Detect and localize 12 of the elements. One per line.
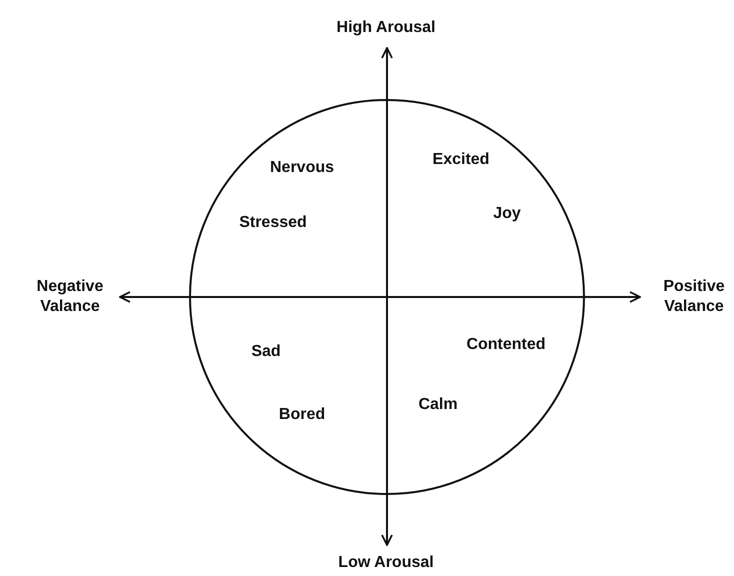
axis-label: Low Arousal: [338, 553, 434, 573]
emotion-label: Sad: [251, 342, 281, 362]
emotion-label: Contented: [466, 335, 546, 355]
emotion-label: Nervous: [270, 158, 334, 178]
axis-label: Positive Valance: [662, 277, 726, 317]
emotion-label: Stressed: [239, 213, 307, 233]
emotion-label: Bored: [278, 405, 326, 425]
emotion-label: Calm: [418, 395, 458, 415]
emotion-label: Excited: [432, 150, 490, 170]
axis-label: High Arousal: [336, 18, 436, 38]
axis-label: Negative Valance: [36, 277, 104, 317]
emotion-label: Joy: [493, 204, 521, 224]
